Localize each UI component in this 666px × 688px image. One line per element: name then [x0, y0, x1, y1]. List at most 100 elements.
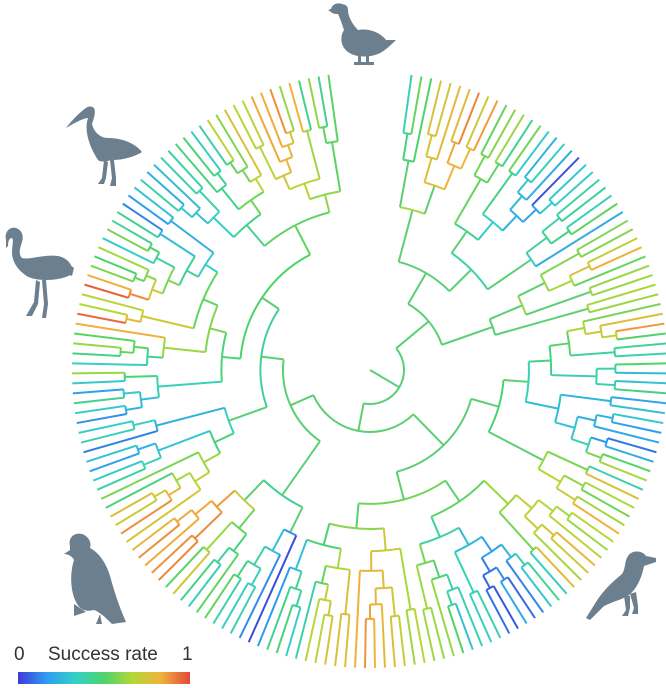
leaf-branch	[566, 194, 613, 229]
leaf-branch	[530, 143, 566, 184]
internal-branch	[500, 543, 512, 558]
internal-branch	[399, 548, 412, 610]
internal-branch	[209, 327, 227, 334]
leaf-branch	[476, 590, 502, 639]
internal-branch	[202, 298, 218, 307]
internal-branch	[214, 432, 235, 444]
internal-branch	[320, 565, 327, 584]
leaf-branch	[607, 437, 657, 454]
leaf-branch	[111, 219, 153, 245]
internal-branch	[243, 479, 265, 502]
tree-arc	[232, 213, 262, 238]
leaf-branch	[229, 586, 257, 634]
internal-branch	[143, 456, 162, 466]
internal-branch	[489, 304, 523, 321]
leaf-branch	[590, 246, 642, 271]
leaf-branch	[591, 274, 653, 297]
leaf-branch	[505, 560, 545, 614]
internal-branch	[395, 320, 430, 350]
tree-arc	[454, 535, 483, 553]
leaf-branch	[314, 614, 326, 664]
leaf-branch	[585, 472, 640, 500]
leaf-branch	[206, 119, 235, 161]
leaf-branch	[402, 74, 413, 134]
leaf-branch	[304, 598, 321, 662]
tree-arc	[548, 505, 558, 517]
tree-arc	[598, 453, 604, 463]
internal-branch	[212, 216, 235, 238]
internal-branch	[216, 489, 236, 508]
internal-branch	[486, 163, 500, 184]
leaf-branch	[454, 603, 474, 651]
tree-arc	[249, 174, 262, 183]
tree-arc	[223, 407, 235, 434]
internal-branch	[194, 511, 223, 540]
tree-arc	[447, 602, 457, 608]
internal-branch	[450, 230, 468, 254]
leaf-branch	[180, 559, 216, 601]
leaf-branch	[506, 576, 536, 619]
tree-arc	[525, 252, 537, 267]
tree-arc	[505, 552, 517, 562]
tree-arc	[234, 489, 256, 511]
tree-arc	[593, 414, 598, 427]
internal-branch	[204, 263, 219, 274]
leaf-branch	[422, 609, 436, 662]
leaf-branch	[426, 80, 442, 135]
tree-arc	[427, 133, 437, 138]
internal-branch	[194, 471, 210, 483]
colorbar-min-label: 0	[14, 644, 25, 665]
leaf-branch	[611, 421, 662, 434]
leaf-branch	[604, 445, 654, 463]
internal-branch	[294, 539, 308, 570]
internal-branch	[481, 536, 493, 552]
internal-branch	[541, 217, 561, 233]
internal-branch	[487, 258, 532, 291]
leaf-branch	[174, 143, 218, 193]
internal-branch	[133, 419, 156, 427]
tree-arc	[566, 227, 573, 235]
internal-branch	[516, 179, 529, 193]
internal-branch	[120, 350, 134, 354]
internal-branch	[294, 224, 312, 256]
internal-branch	[540, 252, 580, 276]
internal-branch	[288, 131, 295, 144]
tree-arc	[586, 304, 591, 313]
tree-arc	[609, 397, 613, 406]
internal-branch	[232, 533, 248, 552]
leaf-branch	[138, 523, 181, 559]
tree-arc	[208, 430, 222, 454]
tree-arc	[197, 252, 215, 278]
internal-branch	[129, 292, 149, 301]
leaf-branch	[344, 614, 351, 668]
leaf-branch	[485, 589, 511, 634]
internal-branch	[555, 505, 571, 517]
leaf-branch	[457, 92, 481, 145]
leaf-branch	[74, 332, 135, 342]
tree-arc	[610, 413, 615, 423]
leaf-branch	[151, 534, 193, 574]
internal-branch	[430, 516, 441, 538]
leaf-branch	[354, 570, 361, 668]
tree-arc	[285, 129, 295, 135]
internal-branch	[483, 479, 509, 505]
leaf-branch	[472, 100, 499, 151]
internal-branch	[281, 440, 321, 496]
leaf-branch	[172, 551, 211, 595]
internal-branch	[448, 268, 472, 292]
tree-arc	[204, 305, 219, 353]
leaf-branch	[153, 163, 201, 210]
internal-branch	[145, 274, 157, 281]
internal-branch	[470, 397, 499, 408]
tree-arc	[157, 229, 164, 238]
internal-branch	[203, 452, 221, 464]
leaf-branch	[250, 96, 281, 163]
internal-branch	[336, 548, 342, 569]
leaf-branch	[599, 460, 648, 482]
internal-branch	[147, 355, 163, 359]
internal-branch	[155, 406, 225, 427]
tree-arc	[139, 310, 145, 323]
tree-arc	[341, 612, 350, 616]
leaf-branch	[613, 413, 664, 425]
internal-branch	[570, 351, 615, 357]
